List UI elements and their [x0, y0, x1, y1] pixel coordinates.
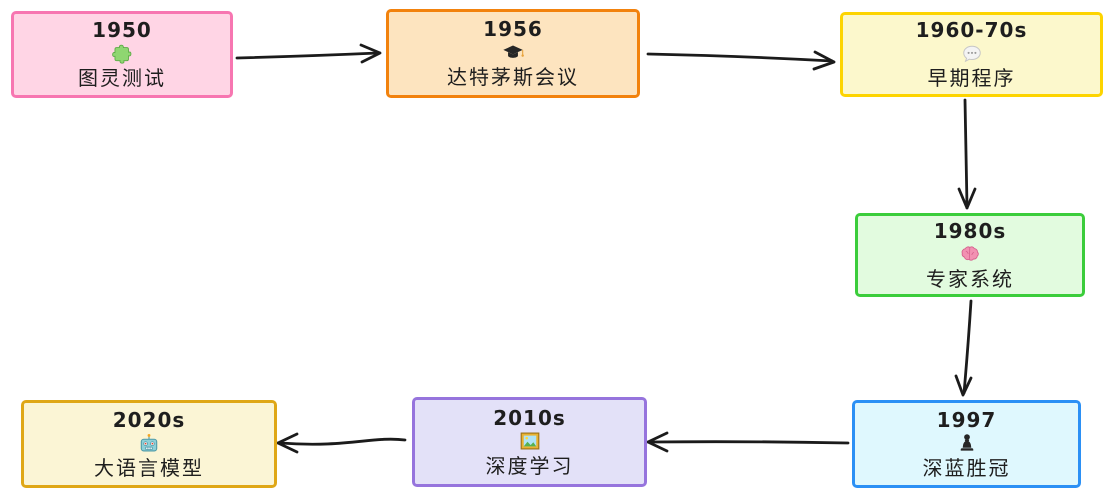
node-year: 2010s: [493, 405, 566, 430]
framed-picture-icon: [519, 430, 541, 453]
brain-icon: [959, 243, 981, 266]
node-year: 1956: [483, 17, 543, 41]
speech-balloon-icon: [961, 42, 983, 65]
edge-turing-to-dartmouth[interactable]: [235, 43, 382, 64]
timeline-node-turing-test[interactable]: 1950 图灵测试: [11, 11, 233, 98]
node-label: 早期程序: [927, 66, 1016, 90]
edge-deep-learning-to-llm[interactable]: [276, 432, 407, 454]
node-year: 1960-70s: [915, 18, 1028, 42]
timeline-node-expert-systems[interactable]: 1980s 专家系统: [855, 213, 1085, 297]
node-label: 达特茅斯会议: [447, 65, 579, 89]
node-label: 深蓝胜冠: [922, 455, 1011, 480]
node-year: 1980s: [933, 218, 1007, 243]
chess-pawn-icon: [956, 432, 978, 455]
node-label: 深度学习: [485, 453, 574, 478]
edge-deep-blue-to-deep-learning[interactable]: [646, 431, 850, 453]
edge-expert-systems-to-deep-blue[interactable]: [954, 299, 973, 397]
timeline-node-dartmouth[interactable]: 1956 达特茅斯会议: [386, 9, 640, 98]
node-label: 图灵测试: [78, 66, 166, 90]
edge-early-programs-to-expert-systems[interactable]: [957, 98, 977, 210]
node-label: 大语言模型: [94, 455, 204, 480]
timeline-node-deep-blue[interactable]: 1997 深蓝胜冠: [852, 400, 1081, 488]
timeline-node-early-programs[interactable]: 1960-70s 早期程序: [840, 12, 1103, 97]
node-year: 1950: [92, 18, 152, 42]
timeline-node-deep-learning[interactable]: 2010s 深度学习: [412, 397, 647, 487]
robot-icon: [138, 432, 160, 455]
edge-dartmouth-to-early-programs[interactable]: [646, 50, 836, 71]
puzzle-piece-icon: [111, 42, 133, 65]
graduation-cap-icon: [502, 41, 524, 64]
timeline-node-llm[interactable]: 2020s 大语言模型: [21, 400, 277, 488]
node-year: 1997: [936, 407, 997, 432]
node-year: 2020s: [112, 407, 186, 432]
node-label: 专家系统: [926, 266, 1014, 291]
